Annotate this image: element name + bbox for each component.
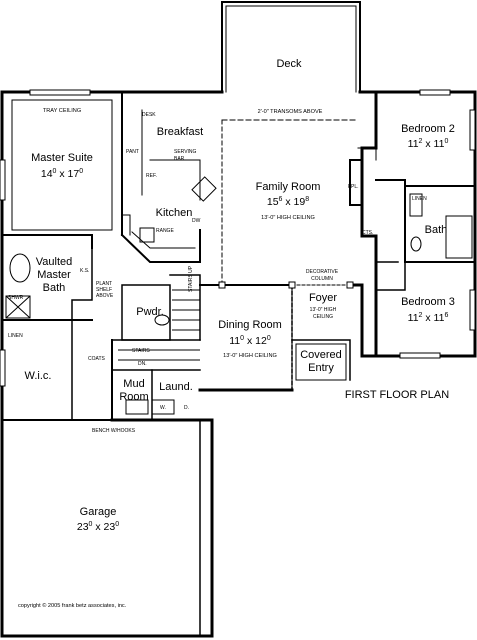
room-label-powder: Pwdr.	[136, 306, 164, 318]
label-serving-1: SERVING	[174, 149, 197, 155]
label-washer: W.	[160, 405, 166, 411]
garage-dim-a: 23	[77, 521, 89, 533]
room-label-master-suite: Master Suite	[31, 152, 93, 164]
dining-dim-b-sup: 0	[267, 335, 271, 342]
room-label-deck: Deck	[276, 58, 302, 70]
bedroom3-dim-a-sup: 2	[419, 312, 423, 319]
bedroom3-dim-b: 11	[434, 312, 445, 324]
family-dim-b: 19	[294, 196, 306, 208]
garage-dim-b: 23	[104, 521, 116, 533]
label-pantry: PANT	[126, 149, 139, 155]
room-label-wic: W.i.c.	[25, 370, 52, 382]
garage-dimensions: 230 x 230	[77, 521, 119, 533]
plan-title: FIRST FLOOR PLAN	[345, 389, 449, 401]
label-shower: SHWR	[8, 295, 24, 301]
label-plant-shelf-2: SHELF	[96, 287, 112, 293]
room-label-laundry: Laund.	[159, 381, 193, 393]
label-desk: DESK	[142, 112, 156, 118]
family-ceiling-note: 13'-0" HIGH CEILING	[261, 215, 315, 221]
decorative-columns	[218, 281, 354, 289]
family-dim-a-sup: 6	[279, 196, 283, 203]
label-dw: DW	[192, 218, 201, 224]
dining-dimensions: 110 x 120	[229, 335, 271, 347]
foyer-ceiling-1: 13'-0" HIGH	[310, 307, 337, 313]
room-label-foyer: Foyer	[309, 292, 337, 304]
label-plant-shelf-3: ABOVE	[96, 293, 114, 299]
bedroom3-dim-b-sup: 6	[444, 312, 448, 319]
bedroom3-dim-a: 11	[408, 312, 419, 324]
room-label-covered-2: Entry	[308, 362, 334, 374]
dining-dim-a-sup: 0	[240, 335, 244, 342]
room-label-vaulted-2: Master	[37, 269, 71, 281]
label-plant-shelf-1: PLANT	[96, 281, 112, 287]
bedroom3-dim-x: x	[422, 312, 433, 324]
label-cts: CTS.	[362, 230, 373, 236]
label-decorative-2: COLUMN	[311, 276, 333, 282]
master-dimensions: 140 x 170	[41, 168, 83, 180]
room-label-vaulted-1: Vaulted	[36, 256, 73, 268]
label-fireplace: FPL.	[348, 184, 359, 190]
garage-dim-x: x	[92, 521, 103, 533]
bedroom2-dim-b-sup: 0	[444, 138, 448, 145]
foyer-ceiling-2: CEILING	[313, 314, 333, 320]
label-stairs-up: STAIRS UP	[188, 265, 194, 292]
room-label-vaulted-3: Bath	[43, 282, 66, 294]
room-label-kitchen: Kitchen	[156, 207, 193, 219]
garage-dim-a-sup: 0	[89, 521, 93, 528]
dining-dim-x: x	[244, 335, 255, 347]
label-decorative-1: DECORATIVE	[306, 269, 339, 275]
bedroom2-dim-x: x	[422, 138, 433, 150]
label-bench: BENCH W/HOOKS	[92, 428, 136, 434]
label-linen-bath: LINEN	[412, 196, 427, 202]
dining-dim-a: 11	[229, 335, 240, 347]
label-linen-master: LINEN	[8, 333, 23, 339]
bedroom2-dim-b: 11	[434, 138, 445, 150]
room-label-covered-1: Covered	[300, 349, 342, 361]
label-dryer: D.	[184, 405, 189, 411]
dining-dim-b: 12	[255, 335, 267, 347]
label-ref: REF.	[146, 173, 157, 179]
label-serving-2: BAR	[174, 156, 185, 162]
room-label-garage: Garage	[80, 506, 117, 518]
master-dim-a-sup: 0	[53, 168, 57, 175]
master-dim-x: x	[56, 168, 67, 180]
family-dim-x: x	[282, 196, 293, 208]
label-coats: COATS	[88, 356, 106, 362]
label-stairs-dn-2: DN.	[138, 361, 147, 367]
bedroom2-dim-a: 11	[408, 138, 419, 150]
room-label-family: Family Room	[256, 181, 321, 193]
garage-dim-b-sup: 0	[115, 521, 119, 528]
room-label-breakfast: Breakfast	[157, 126, 203, 138]
room-label-mud-2: Room	[119, 391, 148, 403]
bedroom3-dimensions: 112 x 116	[408, 312, 449, 324]
room-label-bath: Bath	[425, 224, 448, 236]
room-label-bedroom-3: Bedroom 3	[401, 296, 455, 308]
master-ceiling-note: TRAY CEILING	[43, 108, 81, 114]
room-label-bedroom-2: Bedroom 2	[401, 123, 455, 135]
room-label-dining: Dining Room	[218, 319, 282, 331]
master-dim-b-sup: 0	[79, 168, 83, 175]
deck-transom-note: 2'-0" TRANSOMS ABOVE	[258, 109, 323, 115]
family-dim-b-sup: 8	[305, 196, 309, 203]
bedroom2-dimensions: 112 x 110	[408, 138, 449, 150]
label-ks: K.S.	[80, 268, 89, 274]
master-dim-b: 17	[68, 168, 80, 180]
copyright-notice: copyright © 2005 frank betz associates, …	[18, 602, 127, 609]
dining-ceiling-note: 13'-0" HIGH CEILING	[223, 353, 277, 359]
windows	[0, 89, 476, 387]
label-stairs-dn-1: STAIRS	[132, 348, 150, 354]
fixtures	[5, 176, 473, 415]
label-range: RANGE	[156, 228, 174, 234]
master-dim-a: 14	[41, 168, 53, 180]
bedroom2-dim-a-sup: 2	[419, 138, 423, 145]
family-dimensions: 156 x 198	[267, 196, 309, 208]
family-dim-a: 15	[267, 196, 279, 208]
room-label-mud-1: Mud	[123, 378, 144, 390]
